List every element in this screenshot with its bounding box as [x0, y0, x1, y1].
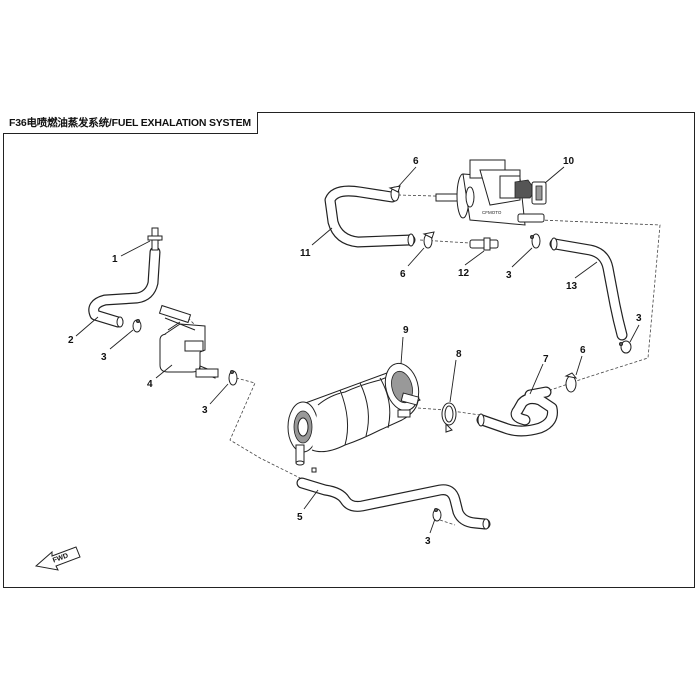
- callout-3: 3: [101, 352, 107, 363]
- callout-5: 5: [297, 512, 303, 523]
- clamp-part-11-upper: [388, 185, 401, 202]
- callout-1: 1: [112, 254, 118, 265]
- part-11-hose: [324, 185, 416, 248]
- fwd-arrow: FWD: [34, 546, 81, 571]
- callout-2: 2: [68, 335, 74, 346]
- clamp-part-13-lower: [619, 340, 632, 354]
- callout-6: 6: [580, 345, 586, 356]
- clamp-part-6-lower: [564, 372, 578, 393]
- part-12-connector: [469, 237, 499, 251]
- part-10-valve: CFMOTO: [435, 159, 547, 226]
- part-7-hose: [476, 386, 558, 437]
- callout-labels: 1 2 3 4 3 5 3 9 8 7 6 3 10 6 11 6 12 3 1…: [68, 156, 642, 547]
- valve-marking: CFMOTO: [482, 210, 502, 215]
- part-9-canister: [287, 362, 421, 473]
- part-5-hose: [296, 477, 491, 530]
- leader-lines: [75, 166, 640, 534]
- part-13-hose: [549, 237, 628, 341]
- clamp-part-4-outlet: [228, 369, 238, 386]
- callout-6: 6: [413, 156, 419, 167]
- clamp-part-11-lower: [422, 231, 435, 249]
- callout-9: 9: [403, 325, 409, 336]
- clamp-part-13-upper: [530, 233, 541, 249]
- callout-13: 13: [566, 281, 578, 292]
- callout-3: 3: [506, 270, 512, 281]
- callout-10: 10: [563, 156, 575, 167]
- callout-8: 8: [456, 349, 462, 360]
- clamp-left-upper: [132, 318, 142, 333]
- clamp-part-5: [432, 507, 442, 522]
- title-box: F36电喷燃油蒸发系统/FUEL EXHALATION SYSTEM: [3, 112, 258, 134]
- diagram-title: F36电喷燃油蒸发系统/FUEL EXHALATION SYSTEM: [9, 117, 251, 129]
- callout-3: 3: [636, 313, 642, 324]
- callout-11: 11: [300, 248, 311, 259]
- part-8-clamp: [441, 402, 457, 433]
- callout-12: 12: [458, 268, 470, 279]
- callout-3: 3: [202, 405, 208, 416]
- callout-6: 6: [400, 269, 406, 280]
- part-1-fitting: [147, 227, 163, 251]
- callout-4: 4: [147, 379, 153, 390]
- callout-7: 7: [543, 354, 549, 365]
- part-2-hose: [88, 246, 161, 328]
- diagram-frame: [3, 112, 695, 588]
- callout-3: 3: [425, 536, 431, 547]
- part-4-filter: [158, 304, 219, 379]
